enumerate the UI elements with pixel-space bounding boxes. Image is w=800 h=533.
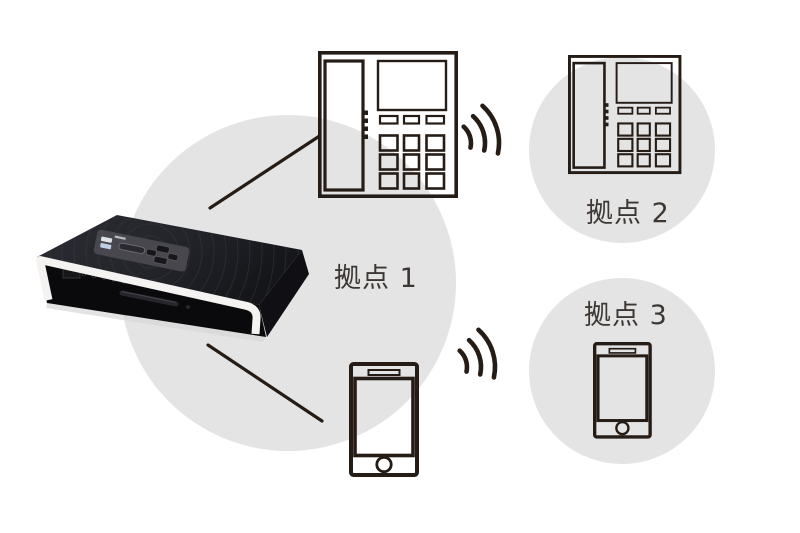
site3-label: 拠点 3: [584, 300, 668, 331]
panel-card-slot: [118, 242, 146, 255]
wireless-waves-bottom-icon: [460, 330, 495, 378]
panel-button-blue: [100, 243, 112, 250]
gateway-device: [36, 215, 309, 342]
site1-smartphone-icon: [349, 362, 419, 477]
line-device-to-deskphone: [208, 134, 322, 210]
site2-label: 拠点 2: [586, 198, 670, 229]
device-right-face: [259, 250, 309, 337]
device-control-panel: [93, 229, 190, 272]
device-white-trim: [36, 256, 261, 335]
panel-nav-buttons: [145, 244, 179, 265]
device-shadow: [46, 303, 266, 342]
site3-smartphone-icon: [592, 341, 652, 439]
line-device-to-smartphone: [206, 343, 324, 423]
wireless-waves-top-icon: [464, 106, 499, 154]
site1-label: 拠点 1: [334, 263, 418, 294]
panel-button-light: [100, 236, 113, 243]
panel-label-mark: [114, 235, 126, 240]
site1-desk-phone-icon: [317, 50, 459, 198]
site2-desk-phone-icon: [568, 55, 682, 175]
